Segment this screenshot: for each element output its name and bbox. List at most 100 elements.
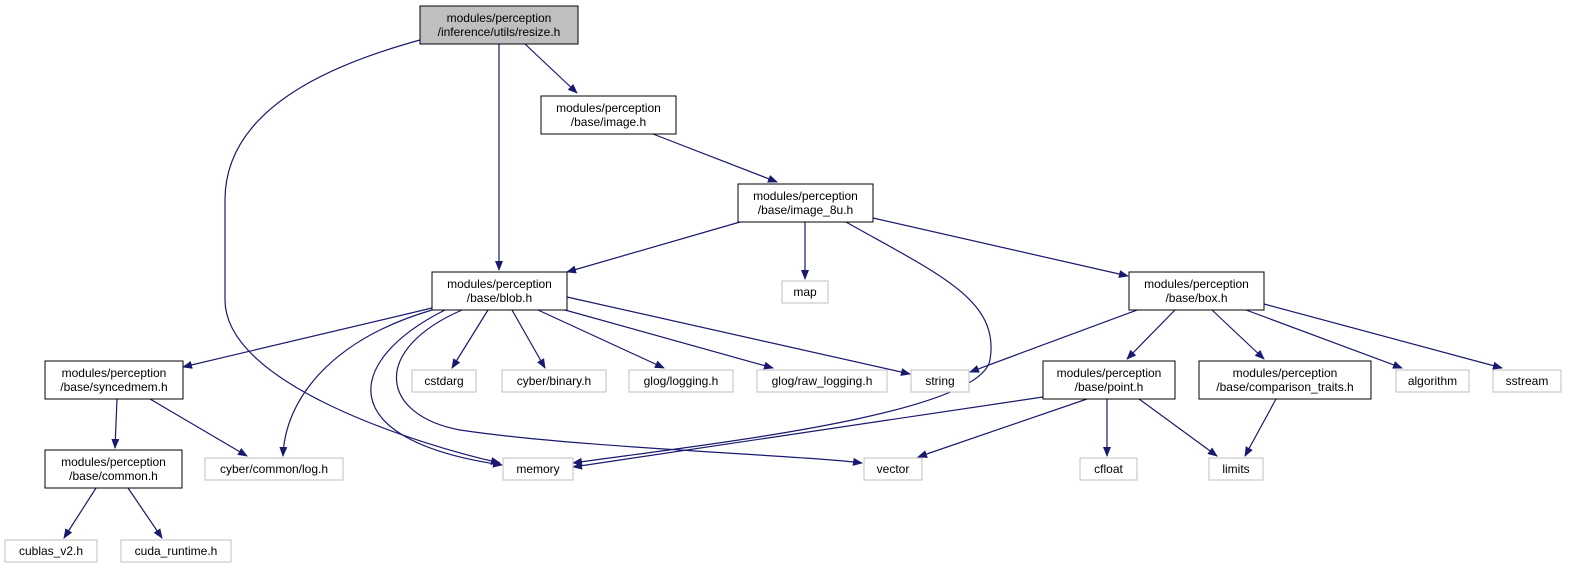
node-label-log-0: cyber/common/log.h: [220, 462, 328, 476]
edge-blob-to-string: [566, 296, 911, 376]
node-label-box-0: modules/perception: [1144, 277, 1249, 291]
edge-image8u-to-blob: [566, 221, 741, 274]
edge-resize-to-memory: [224, 39, 501, 465]
node-label-cublas-0: cublas_v2.h: [19, 544, 83, 558]
edge-blob-to-glog: [537, 309, 665, 369]
node-common[interactable]: modules/perception/base/common.h: [44, 449, 183, 489]
node-blob[interactable]: modules/perception/base/blob.h: [431, 271, 568, 311]
edge-image-to-image8u: [652, 133, 778, 183]
node-label-resize-1: /inference/utils/resize.h: [438, 25, 561, 39]
node-box[interactable]: modules/perception/base/box.h: [1128, 271, 1265, 311]
node-label-sstream-0: sstream: [1506, 374, 1549, 388]
node-rawlog: glog/raw_logging.h: [756, 369, 888, 393]
node-cublas: cublas_v2.h: [4, 539, 98, 563]
edge-syncedmem-to-common: [111, 398, 120, 449]
node-cuda: cuda_runtime.h: [120, 539, 232, 563]
node-box-vector: [863, 457, 923, 481]
node-box-image8u[interactable]: [737, 183, 874, 223]
edge-blob-to-binary: [511, 309, 546, 369]
node-box-comparison[interactable]: [1198, 360, 1372, 400]
node-image8u[interactable]: modules/perception/base/image_8u.h: [737, 183, 874, 223]
edge-blob-to-memory: [370, 309, 503, 468]
node-label-cstdarg-0: cstdarg: [424, 374, 463, 388]
node-label-glog-0: glog/logging.h: [644, 374, 719, 388]
node-box-log: [204, 457, 344, 481]
node-label-syncedmem-0: modules/perception: [62, 366, 167, 380]
edge-box-to-algorithm: [1245, 309, 1403, 369]
node-label-string-0: string: [925, 374, 954, 388]
node-point[interactable]: modules/perception/base/point.h: [1042, 360, 1176, 400]
node-box-common[interactable]: [44, 449, 183, 489]
node-box-map: [781, 280, 829, 304]
edge-image8u-to-memory: [572, 221, 992, 466]
node-box-string: [910, 369, 970, 393]
node-binary: cyber/binary.h: [501, 369, 607, 393]
node-box-limits: [1208, 457, 1264, 481]
node-box-cfloat: [1079, 457, 1138, 481]
edges-layer: [63, 39, 1503, 539]
edge-blob-to-cstdarg: [451, 309, 489, 369]
edge-common-to-cuda: [127, 487, 163, 539]
node-label-image8u-1: /base/image_8u.h: [758, 203, 853, 217]
edge-image8u-to-box: [872, 217, 1129, 278]
node-label-cuda-0: cuda_runtime.h: [135, 544, 218, 558]
nodes-layer: modules/perception/inference/utils/resiz…: [4, 5, 1562, 563]
node-label-algorithm-0: algorithm: [1408, 374, 1457, 388]
node-box-syncedmem[interactable]: [44, 360, 184, 400]
node-cstdarg: cstdarg: [411, 369, 477, 393]
node-log: cyber/common/log.h: [204, 457, 344, 481]
edge-box-to-sstream: [1263, 303, 1503, 370]
edge-point-to-limits: [1138, 398, 1218, 457]
node-box-cublas: [4, 539, 98, 563]
node-limits: limits: [1208, 457, 1264, 481]
edge-common-to-cublas: [63, 487, 97, 539]
node-label-syncedmem-1: /base/syncedmem.h: [60, 380, 167, 394]
node-box-image[interactable]: [540, 95, 677, 135]
edge-resize-to-image: [524, 43, 578, 94]
node-box-box[interactable]: [1128, 271, 1265, 311]
node-label-memory-0: memory: [516, 462, 559, 476]
node-label-binary-0: cyber/binary.h: [517, 374, 591, 388]
node-image[interactable]: modules/perception/base/image.h: [540, 95, 677, 135]
node-map: map: [781, 280, 829, 304]
node-box-blob[interactable]: [431, 271, 568, 311]
node-glog: glog/logging.h: [628, 369, 734, 393]
node-box-resize[interactable]: [419, 5, 579, 45]
node-box-cuda: [120, 539, 232, 563]
node-algorithm: algorithm: [1395, 369, 1470, 393]
edge-point-to-vector: [917, 398, 1088, 458]
node-box-algorithm: [1395, 369, 1470, 393]
node-resize[interactable]: modules/perception/inference/utils/resiz…: [419, 5, 579, 45]
node-label-comparison-1: /base/comparison_traits.h: [1216, 380, 1353, 394]
node-box-memory: [502, 457, 574, 481]
edge-comparison-to-limits: [1244, 398, 1277, 457]
edge-blob-to-syncedmem: [182, 307, 433, 369]
node-label-blob-0: modules/perception: [447, 277, 552, 291]
node-box-rawlog: [756, 369, 888, 393]
node-syncedmem[interactable]: modules/perception/base/syncedmem.h: [44, 360, 184, 400]
node-label-limits-0: limits: [1222, 462, 1249, 476]
node-label-box-1: /base/box.h: [1165, 291, 1227, 305]
node-comparison[interactable]: modules/perception/base/comparison_trait…: [1198, 360, 1372, 400]
edge-point-to-memory: [572, 396, 1044, 470]
node-box-sstream: [1492, 369, 1562, 393]
node-box-cstdarg: [411, 369, 477, 393]
edge-syncedmem-to-log: [149, 398, 248, 457]
node-cfloat: cfloat: [1079, 457, 1138, 481]
node-label-point-0: modules/perception: [1057, 366, 1162, 380]
edge-box-to-string: [969, 309, 1138, 373]
node-label-point-1: /base/point.h: [1075, 380, 1144, 394]
node-vector: vector: [863, 457, 923, 481]
node-label-comparison-0: modules/perception: [1233, 366, 1338, 380]
edge-box-to-point: [1126, 309, 1176, 360]
node-label-cfloat-0: cfloat: [1094, 462, 1123, 476]
node-memory: memory: [502, 457, 574, 481]
node-label-rawlog-0: glog/raw_logging.h: [772, 374, 873, 388]
node-box-point[interactable]: [1042, 360, 1176, 400]
node-label-resize-0: modules/perception: [447, 11, 552, 25]
node-label-common-1: /base/common.h: [69, 469, 158, 483]
node-label-vector-0: vector: [877, 462, 910, 476]
node-label-common-0: modules/perception: [61, 455, 166, 469]
node-box-binary: [501, 369, 607, 393]
node-label-image-1: /base/image.h: [571, 115, 646, 129]
